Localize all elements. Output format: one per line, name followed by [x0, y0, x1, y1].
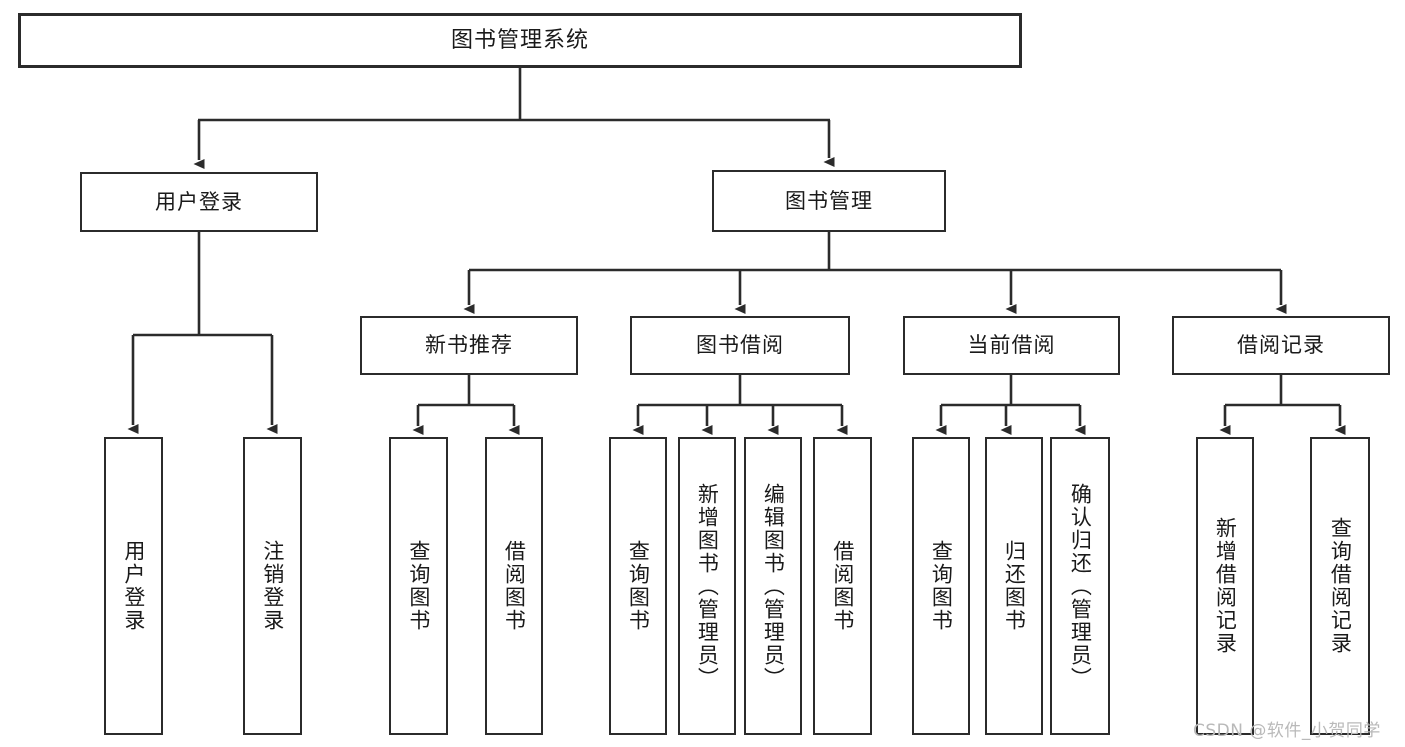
node-book-manage[interactable]: 图书管理: [712, 170, 946, 232]
node-leaf-return-book[interactable]: 归还图书: [985, 437, 1043, 735]
node-leaf-confirm-return-label: 确认归还（管理员）: [1068, 482, 1093, 690]
node-leaf-query-record[interactable]: 查询借阅记录: [1310, 437, 1370, 735]
node-leaf-logout[interactable]: 注销登录: [243, 437, 302, 735]
node-leaf-user-login[interactable]: 用户登录: [104, 437, 163, 735]
node-book-borrow[interactable]: 图书借阅: [630, 316, 850, 375]
node-leaf-add-record-label: 新增借阅记录: [1213, 517, 1238, 655]
node-borrow-record-label: 借阅记录: [1237, 333, 1325, 358]
node-leaf-add-book-label: 新增图书（管理员）: [695, 482, 720, 690]
node-book-borrow-label: 图书借阅: [696, 333, 784, 358]
node-root[interactable]: 图书管理系统: [18, 13, 1022, 68]
node-leaf-edit-book[interactable]: 编辑图书（管理员）: [744, 437, 802, 735]
node-leaf-query-book-1-label: 查询图书: [406, 540, 431, 632]
node-leaf-query-book-3-label: 查询图书: [929, 540, 954, 632]
node-leaf-add-record[interactable]: 新增借阅记录: [1196, 437, 1254, 735]
node-leaf-borrow-book-1-label: 借阅图书: [502, 540, 527, 632]
node-leaf-logout-label: 注销登录: [260, 540, 285, 632]
node-leaf-borrow-book-1[interactable]: 借阅图书: [485, 437, 543, 735]
node-leaf-add-book[interactable]: 新增图书（管理员）: [678, 437, 736, 735]
node-user-login-label: 用户登录: [155, 189, 243, 214]
node-leaf-confirm-return[interactable]: 确认归还（管理员）: [1050, 437, 1110, 735]
node-leaf-borrow-book-2-label: 借阅图书: [830, 540, 855, 632]
node-leaf-query-book-2-label: 查询图书: [626, 540, 651, 632]
node-leaf-query-book-2[interactable]: 查询图书: [609, 437, 667, 735]
node-user-login[interactable]: 用户登录: [80, 172, 318, 232]
node-leaf-query-book-1[interactable]: 查询图书: [389, 437, 448, 735]
node-leaf-borrow-book-2[interactable]: 借阅图书: [813, 437, 872, 735]
node-leaf-query-book-3[interactable]: 查询图书: [912, 437, 970, 735]
node-borrow-record[interactable]: 借阅记录: [1172, 316, 1390, 375]
node-leaf-user-login-label: 用户登录: [121, 540, 146, 632]
node-new-book-recommend[interactable]: 新书推荐: [360, 316, 578, 375]
node-book-manage-label: 图书管理: [785, 188, 873, 213]
node-new-book-recommend-label: 新书推荐: [425, 333, 513, 358]
node-leaf-edit-book-label: 编辑图书（管理员）: [761, 482, 786, 690]
node-leaf-query-record-label: 查询借阅记录: [1328, 517, 1353, 655]
node-root-label: 图书管理系统: [450, 27, 589, 53]
node-leaf-return-book-label: 归还图书: [1002, 540, 1027, 632]
node-current-borrow[interactable]: 当前借阅: [903, 316, 1120, 375]
node-current-borrow-label: 当前借阅: [967, 333, 1056, 358]
